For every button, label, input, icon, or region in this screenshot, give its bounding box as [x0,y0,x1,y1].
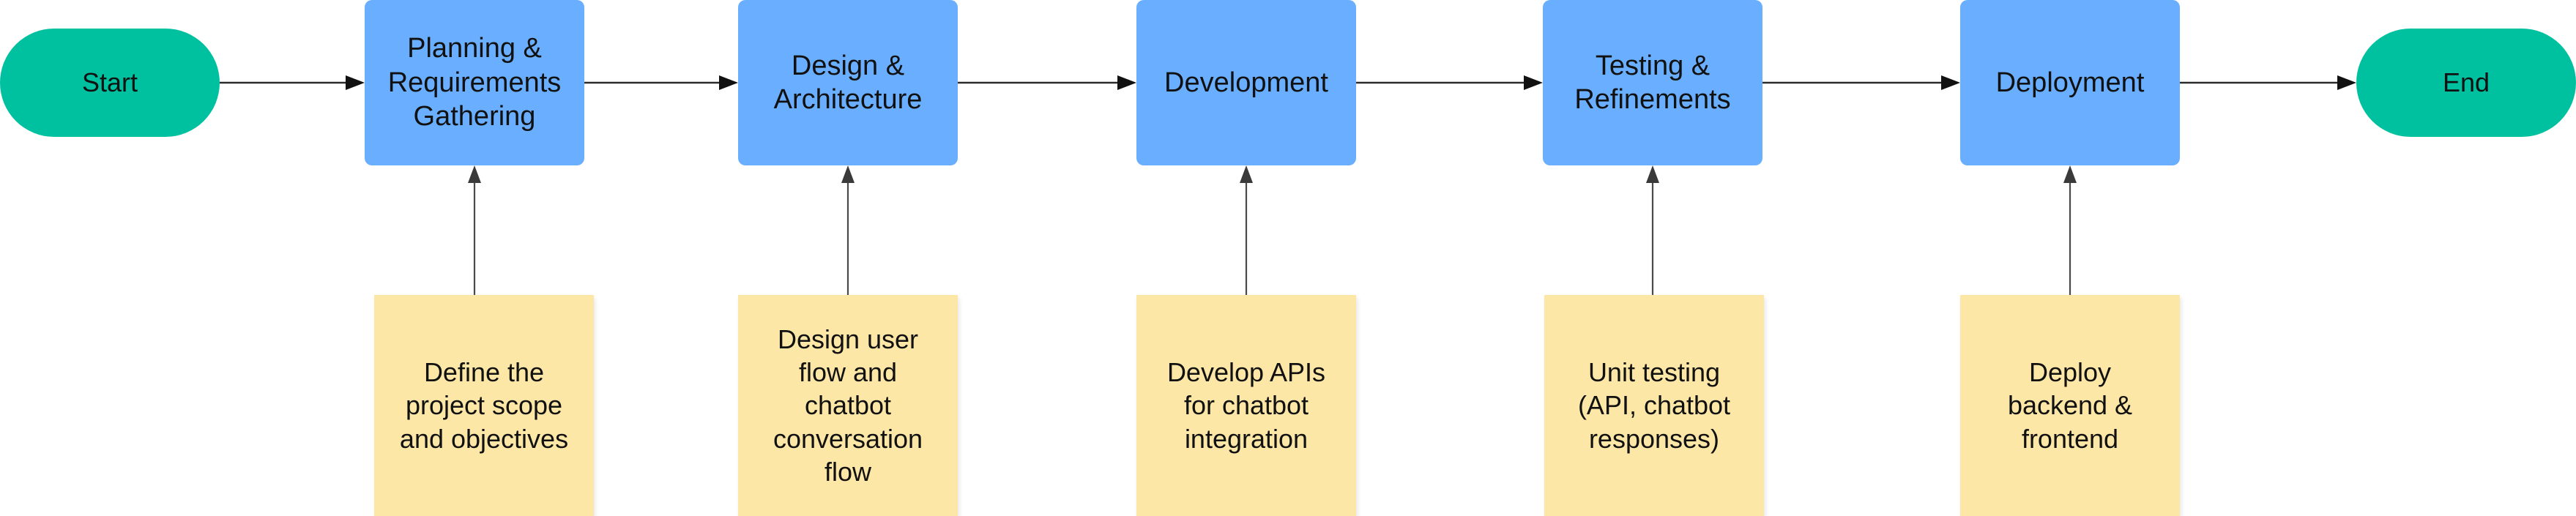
flow-arrow-6-arrowhead [2337,75,2356,90]
sticky-note-testing[interactable]: Unit testing (API, chatbot responses) [1544,295,1764,516]
stage-deployment[interactable]: Deployment [1960,0,2180,165]
note-text: Deploy backend & frontend [2007,356,2133,454]
note-text: Define the project scope and objectives [399,356,569,454]
note-text: Unit testing (API, chatbot responses) [1577,356,1731,454]
note-arrow-3-arrowhead [1240,165,1253,183]
stage-development[interactable]: Development [1136,0,1356,165]
sticky-note-planning[interactable]: Define the project scope and objectives [374,295,594,516]
end-node[interactable]: End [2356,29,2576,137]
stage-design-architecture[interactable]: Design & Architecture [738,0,958,165]
start-node[interactable]: Start [0,29,220,137]
note-arrow-4-arrowhead [1646,165,1659,183]
flow-arrow-2-arrowhead [719,75,738,90]
stage-planning-requirements[interactable]: Planning & Requirements Gathering [365,0,584,165]
start-label: Start [81,67,138,97]
note-arrow-1-arrowhead [468,165,481,183]
stage-label: Development [1164,67,1328,98]
sticky-note-development[interactable]: Develop APIs for chatbot integration [1136,295,1356,516]
flow-arrow-3-arrowhead [1117,75,1136,90]
note-arrow-5-arrowhead [2063,165,2077,183]
note-text: Design user flow and chatbot conversatio… [773,324,923,487]
sticky-note-design[interactable]: Design user flow and chatbot conversatio… [738,295,958,516]
stage-label: Design & Architecture [773,50,923,115]
sticky-note-deployment[interactable]: Deploy backend & frontend [1960,295,2180,516]
stage-testing-refinements[interactable]: Testing & Refinements [1543,0,1762,165]
note-arrow-2-arrowhead [841,165,855,183]
stage-label: Planning & Requirements Gathering [387,33,562,132]
stage-label: Deployment [1995,67,2145,98]
flow-arrow-1-arrowhead [346,75,365,90]
flow-arrow-5-arrowhead [1941,75,1960,90]
end-label: End [2442,67,2490,97]
stage-label: Testing & Refinements [1574,50,1731,115]
note-text: Develop APIs for chatbot integration [1166,356,1326,454]
flow-arrow-4-arrowhead [1524,75,1543,90]
